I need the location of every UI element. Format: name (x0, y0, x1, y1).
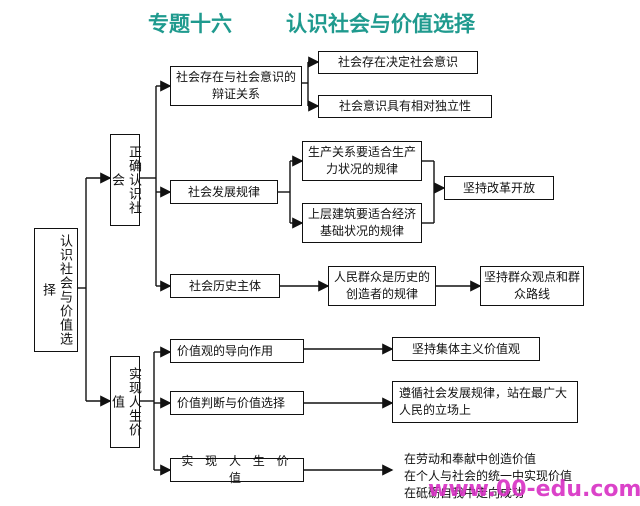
node-zhengque-renshi-shehui: 正确认识社会 (109, 134, 141, 226)
node-mass-line: 坚持群众观点和群众路线 (480, 266, 584, 306)
text-self-tempering-success: 在砥砺自我中走向成功 (404, 485, 525, 500)
watermark: www.00-edu.com (428, 477, 640, 502)
page-title: 认识社会与价值选择 (286, 12, 475, 36)
text-individual-society-unity: 在个人与社会的统一中实现价值 (404, 468, 573, 483)
node-follow-law-people-stand: 遵循社会发展规律，站在最广大人民的立场上 (392, 381, 578, 423)
root-node: 认识社会与价值选择 (34, 228, 78, 352)
node-realize-life-value: 实 现 人 生 价 值 (170, 454, 304, 485)
node-collectivism: 坚持集体主义价值观 (392, 337, 540, 361)
node-superstructure-law: 上层建筑要适合经济基础状况的规律 (302, 203, 422, 243)
node-reform-opening: 坚持改革开放 (444, 176, 554, 200)
node-value-guidance: 价值观的导向作用 (170, 339, 304, 363)
node-people-create-history: 人民群众是历史的创造者的规律 (328, 266, 436, 306)
text-labor-dedication: 在劳动和奉献中创造价值 (404, 451, 537, 466)
title-topic-number: 专题十六 (148, 12, 232, 36)
node-existence-determines-consciousness: 社会存在决定社会意识 (318, 51, 478, 74)
node-dialectical-relation: 社会存在与社会意识的辩证关系 (170, 66, 302, 106)
node-production-relations-law: 生产关系要适合生产力状况的规律 (302, 141, 422, 181)
node-social-development-law: 社会发展规律 (170, 180, 278, 204)
node-value-judgment: 价值判断与价值选择 (170, 391, 304, 415)
node-historical-subject: 社会历史主体 (170, 274, 280, 298)
node-shixian-rensheng-jiazhi: 实现人生价值 (109, 356, 141, 448)
node-relative-independence: 社会意识具有相对独立性 (318, 95, 492, 118)
